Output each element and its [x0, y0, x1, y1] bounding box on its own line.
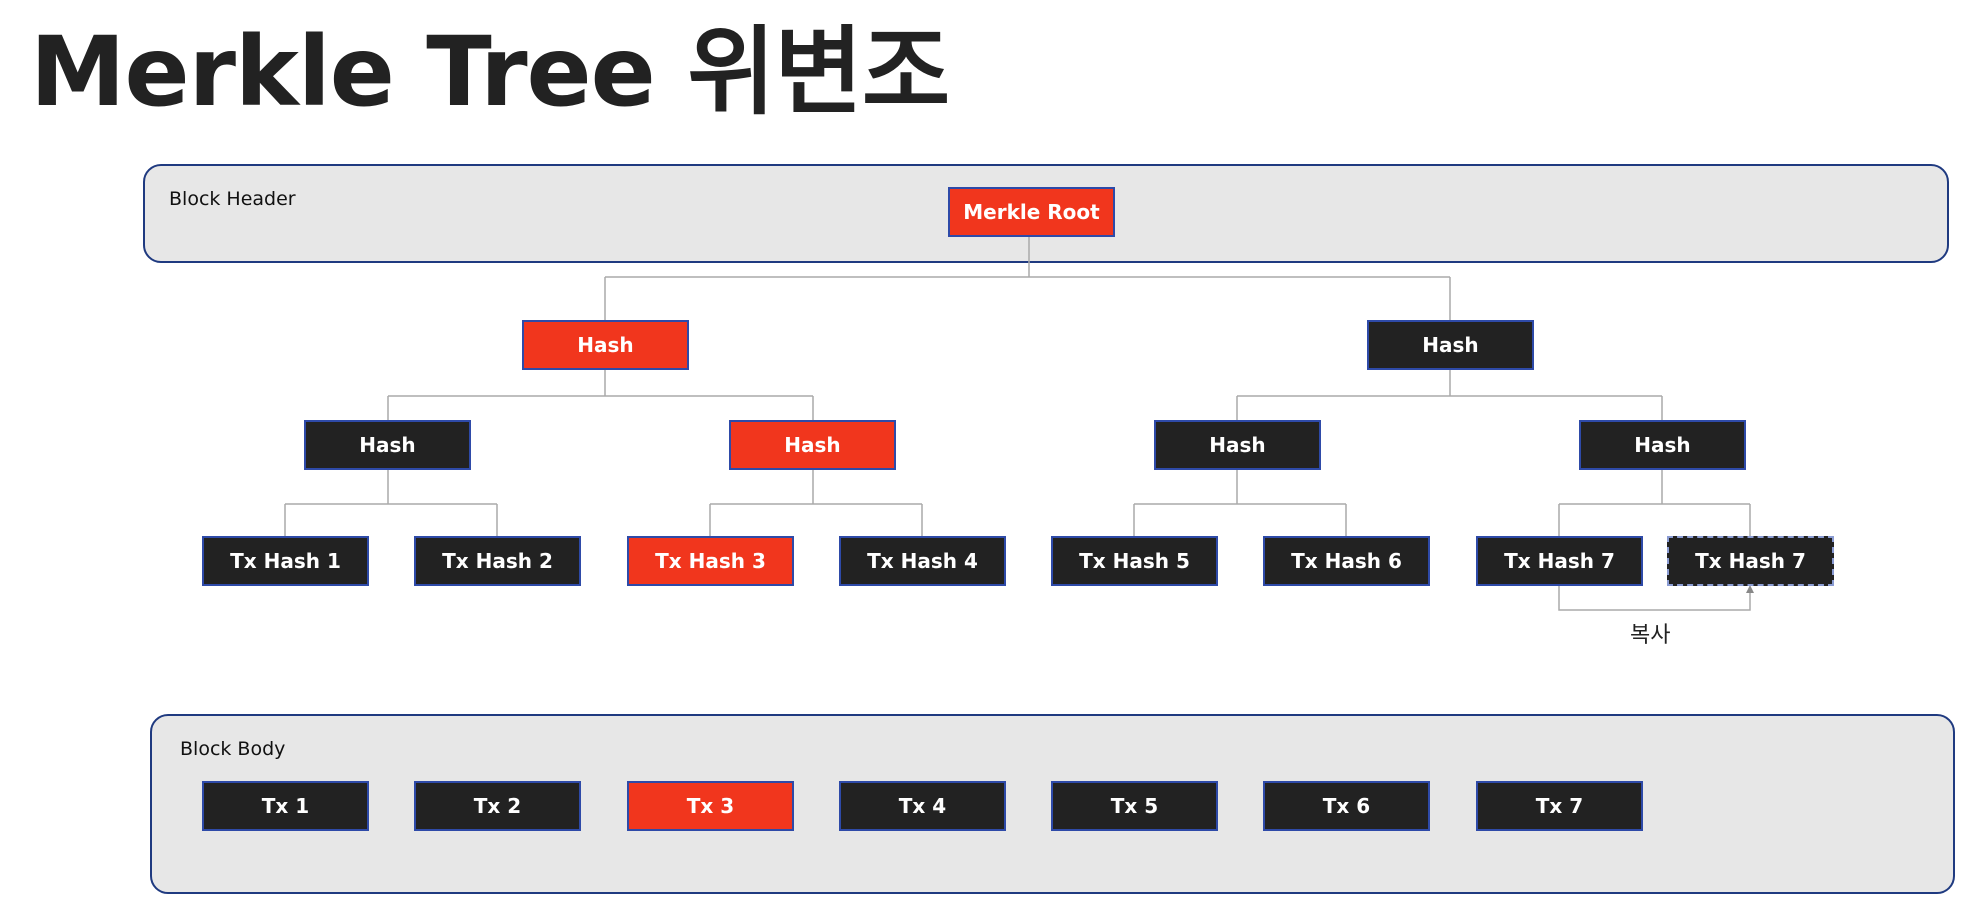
- tx-node-6: Tx 6: [1263, 781, 1430, 831]
- tx-node-7: Tx 7: [1476, 781, 1643, 831]
- block-header-label: Block Header: [169, 188, 296, 210]
- tx-hash-node-7-copy: Tx Hash 7: [1667, 536, 1834, 586]
- hash-node-l2-3: Hash: [1154, 420, 1321, 470]
- tx-hash-node-4: Tx Hash 4: [839, 536, 1006, 586]
- hash-node-l2-1: Hash: [304, 420, 471, 470]
- tx-node-2: Tx 2: [414, 781, 581, 831]
- tx-node-1: Tx 1: [202, 781, 369, 831]
- hash-node-l2-4: Hash: [1579, 420, 1746, 470]
- tx-hash-node-5: Tx Hash 5: [1051, 536, 1218, 586]
- tx-hash-node-7: Tx Hash 7: [1476, 536, 1643, 586]
- tx-hash-node-1: Tx Hash 1: [202, 536, 369, 586]
- tx-node-5: Tx 5: [1051, 781, 1218, 831]
- page-title: Merkle Tree 위변조: [30, 16, 950, 128]
- tx-hash-node-2: Tx Hash 2: [414, 536, 581, 586]
- hash-node-l2-2: Hash: [729, 420, 896, 470]
- tx-hash-node-6: Tx Hash 6: [1263, 536, 1430, 586]
- copy-label: 복사: [1630, 623, 1671, 648]
- block-body-label: Block Body: [180, 738, 286, 760]
- hash-node-l1-right: Hash: [1367, 320, 1534, 370]
- tx-node-4: Tx 4: [839, 781, 1006, 831]
- tx-hash-node-3: Tx Hash 3: [627, 536, 794, 586]
- tx-node-3: Tx 3: [627, 781, 794, 831]
- merkle-root-node: Merkle Root: [948, 187, 1115, 237]
- hash-node-l1-left: Hash: [522, 320, 689, 370]
